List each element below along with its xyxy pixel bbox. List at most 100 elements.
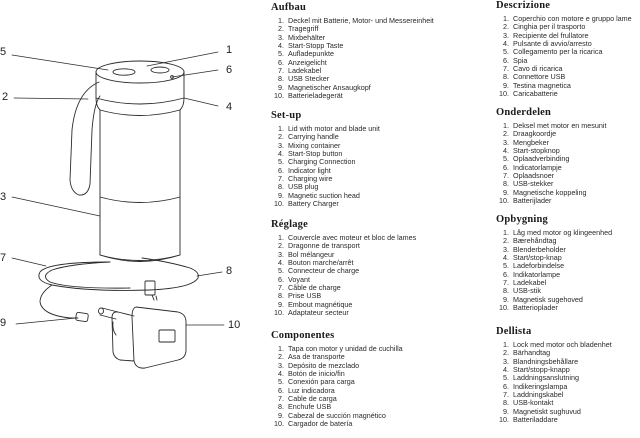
list-item: 4.Start/stopp-knapp bbox=[503, 365, 570, 375]
list-item: 6.Indikatorlampe bbox=[503, 269, 561, 279]
list-item: 5.Charging Connection bbox=[278, 157, 356, 167]
list-item: 8.USB plug bbox=[278, 182, 319, 192]
list-item: 3.Bol mélangeur bbox=[278, 249, 335, 259]
list-item: 10.Cargador de batería bbox=[274, 419, 353, 429]
parts-list: 1.Lid with motor and blade unit 2.Carryi… bbox=[271, 124, 380, 209]
section-title: Onderdelen bbox=[496, 107, 552, 118]
list-item: 9.Magnetisk sugehoved bbox=[503, 294, 583, 304]
blender-body bbox=[95, 60, 185, 262]
list-item: 5.Oplaadverbinding bbox=[503, 154, 570, 164]
list-item: 4.Start-Stop button bbox=[278, 149, 343, 159]
list-item: 5.Aufladepunkte bbox=[278, 49, 334, 59]
callout-8: 8 bbox=[226, 265, 233, 277]
blender-illustration bbox=[11, 51, 225, 369]
section-title: Set-up bbox=[271, 110, 302, 121]
section-componentes: Componentes 1.Tapa con motor y unidad de… bbox=[271, 330, 403, 428]
parts-list: 1.Låg med motor og klingeenhed 2.Bærehån… bbox=[496, 228, 613, 312]
section-opbygning: Opbygning 1.Låg med motor og klingeenhed… bbox=[496, 214, 612, 312]
list-item: 5.Conexión para carga bbox=[278, 377, 355, 387]
list-item: 6.Spia bbox=[503, 55, 528, 65]
list-item: 6.Luz indicadora bbox=[278, 385, 335, 395]
callout-7: 7 bbox=[0, 252, 7, 264]
section-reglage: Réglage 1.Couvercle avec moteur et bloc … bbox=[271, 219, 416, 317]
list-item: 7.Ladekabel bbox=[503, 278, 547, 288]
list-item: 1.Tapa con motor y unidad de cuchilla bbox=[278, 344, 403, 353]
carrying-strap bbox=[69, 81, 101, 196]
leader-lines bbox=[11, 51, 225, 326]
list-item: 2.Asa de transporte bbox=[278, 352, 345, 362]
parts-list: 1.Lock med motor och bladenhet 2.Bärhand… bbox=[496, 340, 612, 425]
list-item: 8.USB Stecker bbox=[278, 74, 330, 84]
list-item: 3.Depósito de mezclado bbox=[278, 360, 360, 370]
section-title: Réglage bbox=[271, 219, 308, 230]
list-item: 2.Dragonne de transport bbox=[278, 241, 360, 251]
list-item: 1.Deckel mit Batterie, Motor- und Messer… bbox=[278, 16, 434, 25]
list-item: 9.Magnetic suction head bbox=[278, 190, 360, 200]
list-item: 9.Embout magnétique bbox=[278, 299, 353, 309]
section-setup: Set-up 1.Lid with motor and blade unit 2… bbox=[271, 110, 380, 208]
list-item: 10.Battery Charger bbox=[274, 199, 339, 209]
list-item: 1.Couvercle avec moteur et bloc de lames bbox=[278, 233, 417, 242]
list-item: 3.Mixing container bbox=[278, 140, 341, 150]
list-item: 8.USB-kontakt bbox=[503, 398, 554, 408]
list-item: 7.Charging wire bbox=[278, 174, 333, 184]
list-item: 5.Ladeforbindelse bbox=[503, 261, 565, 271]
list-item: 2.Cinghia per il trasporto bbox=[503, 22, 586, 32]
parts-list: 1.Tapa con motor y unidad de cuchilla 2.… bbox=[271, 344, 403, 429]
list-item: 9.Cabezal de succión magnético bbox=[278, 410, 386, 420]
section-title: Descrizione bbox=[496, 0, 551, 11]
list-item: 10.Batterijlader bbox=[499, 196, 552, 206]
list-item: 7.Laddningskabel bbox=[503, 390, 564, 400]
section-title: Aufbau bbox=[271, 2, 307, 13]
lid-details bbox=[112, 66, 174, 79]
charging-cable bbox=[38, 257, 199, 322]
list-item: 10.Batterieladegerät bbox=[274, 91, 343, 101]
list-item: 5.Laddningsanslutning bbox=[503, 373, 579, 383]
list-item: 3.Blandningsbehållare bbox=[503, 356, 579, 366]
list-item: 1.Coperchio con motore e gruppo lame bbox=[503, 14, 632, 23]
callout-1: 1 bbox=[226, 44, 233, 56]
callout-5: 5 bbox=[0, 46, 7, 58]
parts-list: 1.Coperchio con motore e gruppo lame 2.C… bbox=[496, 14, 632, 99]
list-item: 3.Mengbeker bbox=[503, 137, 549, 147]
list-item: 2.Draagkoordje bbox=[503, 129, 557, 139]
list-item: 8.Connettore USB bbox=[503, 72, 566, 82]
list-item: 9.Magnetischer Ansaugkopf bbox=[278, 82, 371, 92]
product-diagram: 5 1 6 2 4 3 7 8 9 10 bbox=[0, 0, 262, 433]
list-item: 3.Mixbehälter bbox=[278, 32, 326, 42]
list-item: 6.Anzeigelicht bbox=[278, 57, 327, 67]
list-item: 8.USB-stik bbox=[503, 286, 541, 296]
section-aufbau: Aufbau 1.Deckel mit Batterie, Motor- und… bbox=[271, 2, 434, 100]
list-item: 7.Oplaadsnoer bbox=[503, 171, 555, 181]
callout-9: 9 bbox=[0, 317, 7, 329]
list-item: 7.Cavo di ricarica bbox=[503, 64, 563, 74]
list-item: 6.Voyant bbox=[278, 274, 310, 284]
list-item: 1.Låg med motor og klingeenhed bbox=[503, 228, 613, 237]
list-item: 3.Recipiente del frullatore bbox=[503, 30, 589, 40]
list-item: 1.Deksel met motor en mesunit bbox=[503, 121, 607, 130]
parts-list: 1.Couvercle avec moteur et bloc de lames… bbox=[271, 233, 417, 317]
section-descrizione: Descrizione 1.Coperchio con motore e gru… bbox=[496, 0, 632, 98]
list-item: 1.Lid with motor and blade unit bbox=[278, 124, 380, 133]
list-item: 1.Lock med motor och bladenhet bbox=[503, 340, 612, 349]
list-item: 10.Batteriladdare bbox=[499, 415, 558, 425]
section-title: Opbygning bbox=[496, 214, 548, 225]
list-item: 2.Tragegriff bbox=[278, 24, 319, 34]
list-item: 3.Blenderbeholder bbox=[503, 244, 566, 254]
parts-list: 1.Deksel met motor en mesunit 2.Draagkoo… bbox=[496, 121, 607, 206]
section-title: Componentes bbox=[271, 330, 335, 341]
list-item: 6.Indikeringslampa bbox=[503, 381, 568, 391]
list-item: 2.Carrying handle bbox=[278, 132, 339, 142]
list-item: 4.Botón de inicio/fin bbox=[278, 369, 345, 379]
list-item: 7.Cable de carga bbox=[278, 394, 337, 404]
list-item: 10.Caricabatterie bbox=[499, 89, 558, 99]
list-item: 8.Enchufe USB bbox=[278, 402, 332, 412]
list-item: 8.Prise USB bbox=[278, 291, 322, 301]
list-item: 8.USB-stekker bbox=[503, 179, 554, 189]
callout-6: 6 bbox=[226, 64, 233, 76]
list-item: 4.Start-stopknop bbox=[503, 146, 560, 156]
callout-4: 4 bbox=[226, 101, 233, 113]
list-item: 7.Ladekabel bbox=[278, 66, 322, 76]
power-adapter bbox=[98, 306, 187, 369]
list-item: 4.Pulsante di avvio/arresto bbox=[503, 39, 592, 49]
